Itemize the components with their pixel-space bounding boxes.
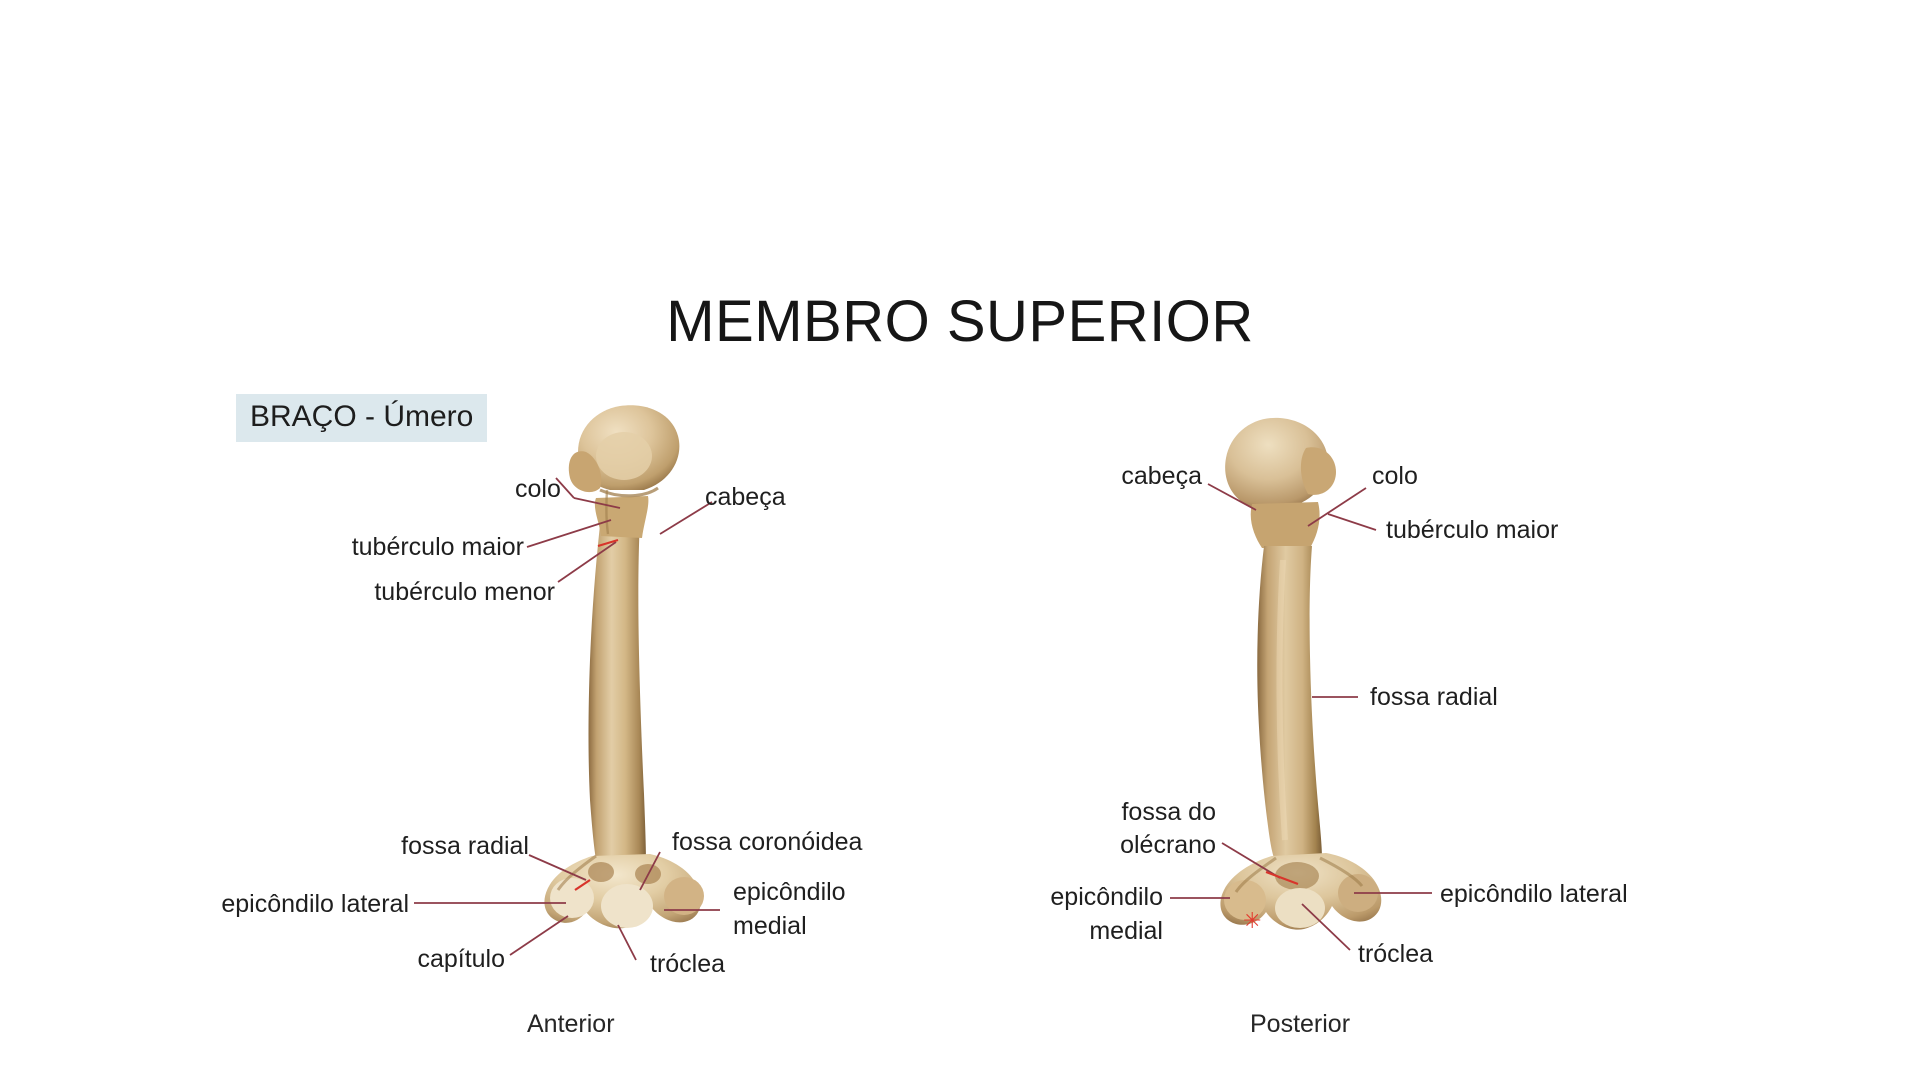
page-title: MEMBRO SUPERIOR (666, 289, 1254, 354)
label-tuberculo-menor-anterior: tubérculo menor (374, 578, 555, 606)
label-epicondilo-lateral-posterior: epicôndilo lateral (1440, 880, 1628, 908)
label-troclea-anterior: tróclea (650, 950, 726, 978)
label-fossa-radial-anterior: fossa radial (401, 832, 529, 860)
label-epicondilo-medial-posterior-line1: epicôndilo (1050, 883, 1163, 911)
figure-caption-anterior: Anterior (527, 1010, 615, 1038)
leader-troclea-posterior (1301, 903, 1351, 951)
marker-asterisk-posterior: ✳ (1243, 908, 1262, 933)
label-tuberculo-maior-anterior: tubérculo maior (351, 533, 524, 561)
leader-lines-posterior (1170, 483, 1432, 951)
label-cabeca-anterior: cabeça (705, 483, 786, 511)
label-epicondilo-medial-anterior-line1: epicôndilo (733, 878, 846, 906)
humerus-posterior-illustration (1220, 417, 1382, 930)
marker-red-posterior-1 (1265, 870, 1299, 886)
figure-caption-posterior: Posterior (1250, 1010, 1351, 1038)
label-fossa-olecrano-posterior-line1: fossa do (1121, 798, 1216, 826)
leader-tuberculo-maior-posterior (1327, 513, 1377, 531)
label-fossa-radial-posterior: fossa radial (1370, 683, 1498, 711)
label-epicondilo-lateral-anterior: epicôndilo lateral (221, 890, 409, 918)
label-colo-anterior: colo (515, 475, 561, 503)
leader-tuberculo-menor-anterior (557, 541, 617, 583)
label-epicondilo-medial-posterior-line2: medial (1089, 917, 1163, 945)
marker-red-anterior-1 (597, 538, 619, 548)
label-cabeca-posterior: cabeça (1121, 462, 1202, 490)
label-fossa-olecrano-posterior-line2: olécrano (1120, 831, 1216, 859)
label-tuberculo-maior-posterior: tubérculo maior (1386, 516, 1559, 544)
label-capitulo-anterior: capítulo (417, 945, 505, 973)
leader-colo-anterior (573, 497, 621, 509)
label-fossa-coronoidea-anterior: fossa coronóidea (672, 828, 863, 856)
section-badge: BRAÇO - Úmero (236, 394, 488, 442)
leader-fossa-olecrano-posterior (1221, 842, 1281, 879)
leader-colo-posterior (1307, 487, 1367, 527)
label-troclea-posterior: tróclea (1358, 940, 1434, 968)
label-epicondilo-medial-anterior-line2: medial (733, 912, 807, 940)
leader-tuberculo-maior-anterior (526, 519, 612, 548)
label-colo-posterior: colo (1372, 462, 1418, 490)
leader-cabeca-posterior (1207, 483, 1257, 511)
